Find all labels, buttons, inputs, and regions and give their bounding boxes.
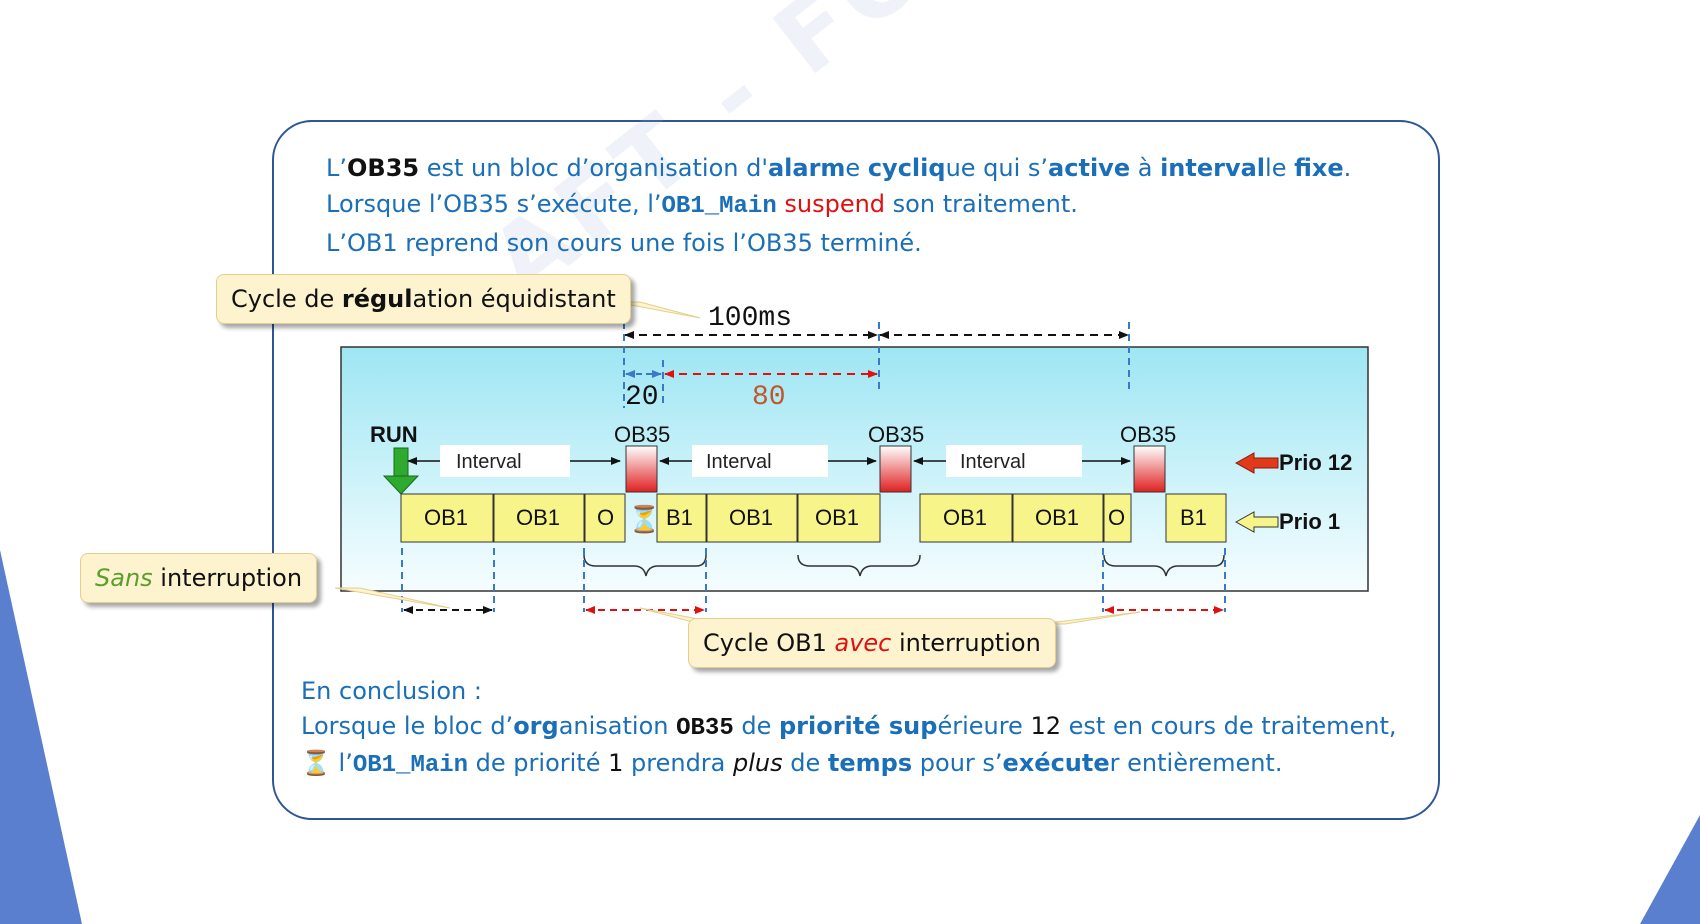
ob1-split-end: B1 (656, 493, 707, 543)
svg-text:OB1: OB1 (815, 505, 859, 530)
svg-text:O: O (1108, 505, 1125, 530)
ob1-block: OB1 (797, 493, 881, 543)
callout-avec-interruption: Cycle OB1 avec interruption (688, 618, 1056, 668)
callout-sans-interruption: Sans interruption (80, 553, 318, 603)
svg-text:OB35: OB35 (614, 422, 670, 447)
svg-text:OB1: OB1 (424, 505, 468, 530)
svg-text:OB1: OB1 (1035, 505, 1079, 530)
brace (583, 554, 707, 577)
run-label: RUN (370, 422, 418, 447)
intro-text: L’OB35 est un bloc d’organisation d'alar… (326, 150, 1351, 261)
ob35-block-3: OB35 (1120, 422, 1176, 493)
svg-text:Interval: Interval (960, 451, 1026, 473)
conclusion-line-2: Lorsque le bloc d’organisation OB35 de p… (301, 712, 1397, 742)
callout-pointer (334, 587, 451, 609)
ob35-duration-label: 20 (625, 382, 659, 413)
conclusion-line-3: ⏳ l’OB1_Main de priorité 1 prendra plus … (301, 749, 1283, 779)
period-label: 100ms (708, 303, 792, 334)
svg-text:OB1: OB1 (943, 505, 987, 530)
ob1-block: OB1 (400, 493, 494, 543)
ob1-duration-label: 80 (752, 382, 786, 413)
prio1-label: Prio 1 (1279, 509, 1340, 534)
ob35-block-2: OB35 (868, 422, 924, 493)
hourglass-icon: ⏳ (628, 504, 660, 535)
svg-text:Interval: Interval (706, 451, 772, 473)
brace (797, 554, 921, 577)
hourglass-icon: ⏳ (301, 749, 331, 777)
ob35-block-1: OB35 (614, 422, 670, 493)
prio12-label: Prio 12 (1279, 450, 1352, 475)
prio1-arrow-icon (1234, 511, 1279, 533)
interval-2: Interval (659, 445, 877, 477)
svg-text:OB1: OB1 (516, 505, 560, 530)
ob1-split-start: O (1103, 493, 1132, 543)
ob1-split-start: O (584, 493, 626, 543)
interval-3: Interval (913, 445, 1131, 477)
svg-text:O: O (597, 505, 614, 530)
ob1-block: OB1 (493, 493, 585, 543)
intro-line-3: L’OB1 reprend son cours une fois l’OB35 … (326, 229, 922, 257)
ob1-block: OB1 (1012, 493, 1104, 543)
svg-text:B1: B1 (1180, 505, 1207, 530)
ob1-block: OB1 (919, 493, 1013, 543)
intro-line-1: L’OB35 est un bloc d’organisation d'alar… (326, 154, 1352, 182)
svg-text:OB35: OB35 (868, 422, 924, 447)
svg-text:OB35: OB35 (1120, 422, 1176, 447)
prio12-arrow-icon (1234, 452, 1279, 474)
conclusion-title: En conclusion : (301, 677, 482, 705)
svg-text:B1: B1 (666, 505, 693, 530)
svg-text:Interval: Interval (456, 451, 522, 473)
ob1-split-end: B1 (1165, 493, 1227, 543)
callout-regulation: Cycle de régulation équidistant (216, 274, 631, 324)
conclusion-text: En conclusion : Lorsque le bloc d’organi… (301, 674, 1396, 783)
ob1-block: OB1 (706, 493, 798, 543)
brace (1103, 554, 1225, 577)
interval-1: Interval (407, 445, 621, 477)
intro-line-2: Lorsque l’OB35 s’exécute, l’OB1_Main sus… (326, 190, 1078, 220)
run-arrow-icon (382, 447, 420, 495)
svg-text:OB1: OB1 (729, 505, 773, 530)
